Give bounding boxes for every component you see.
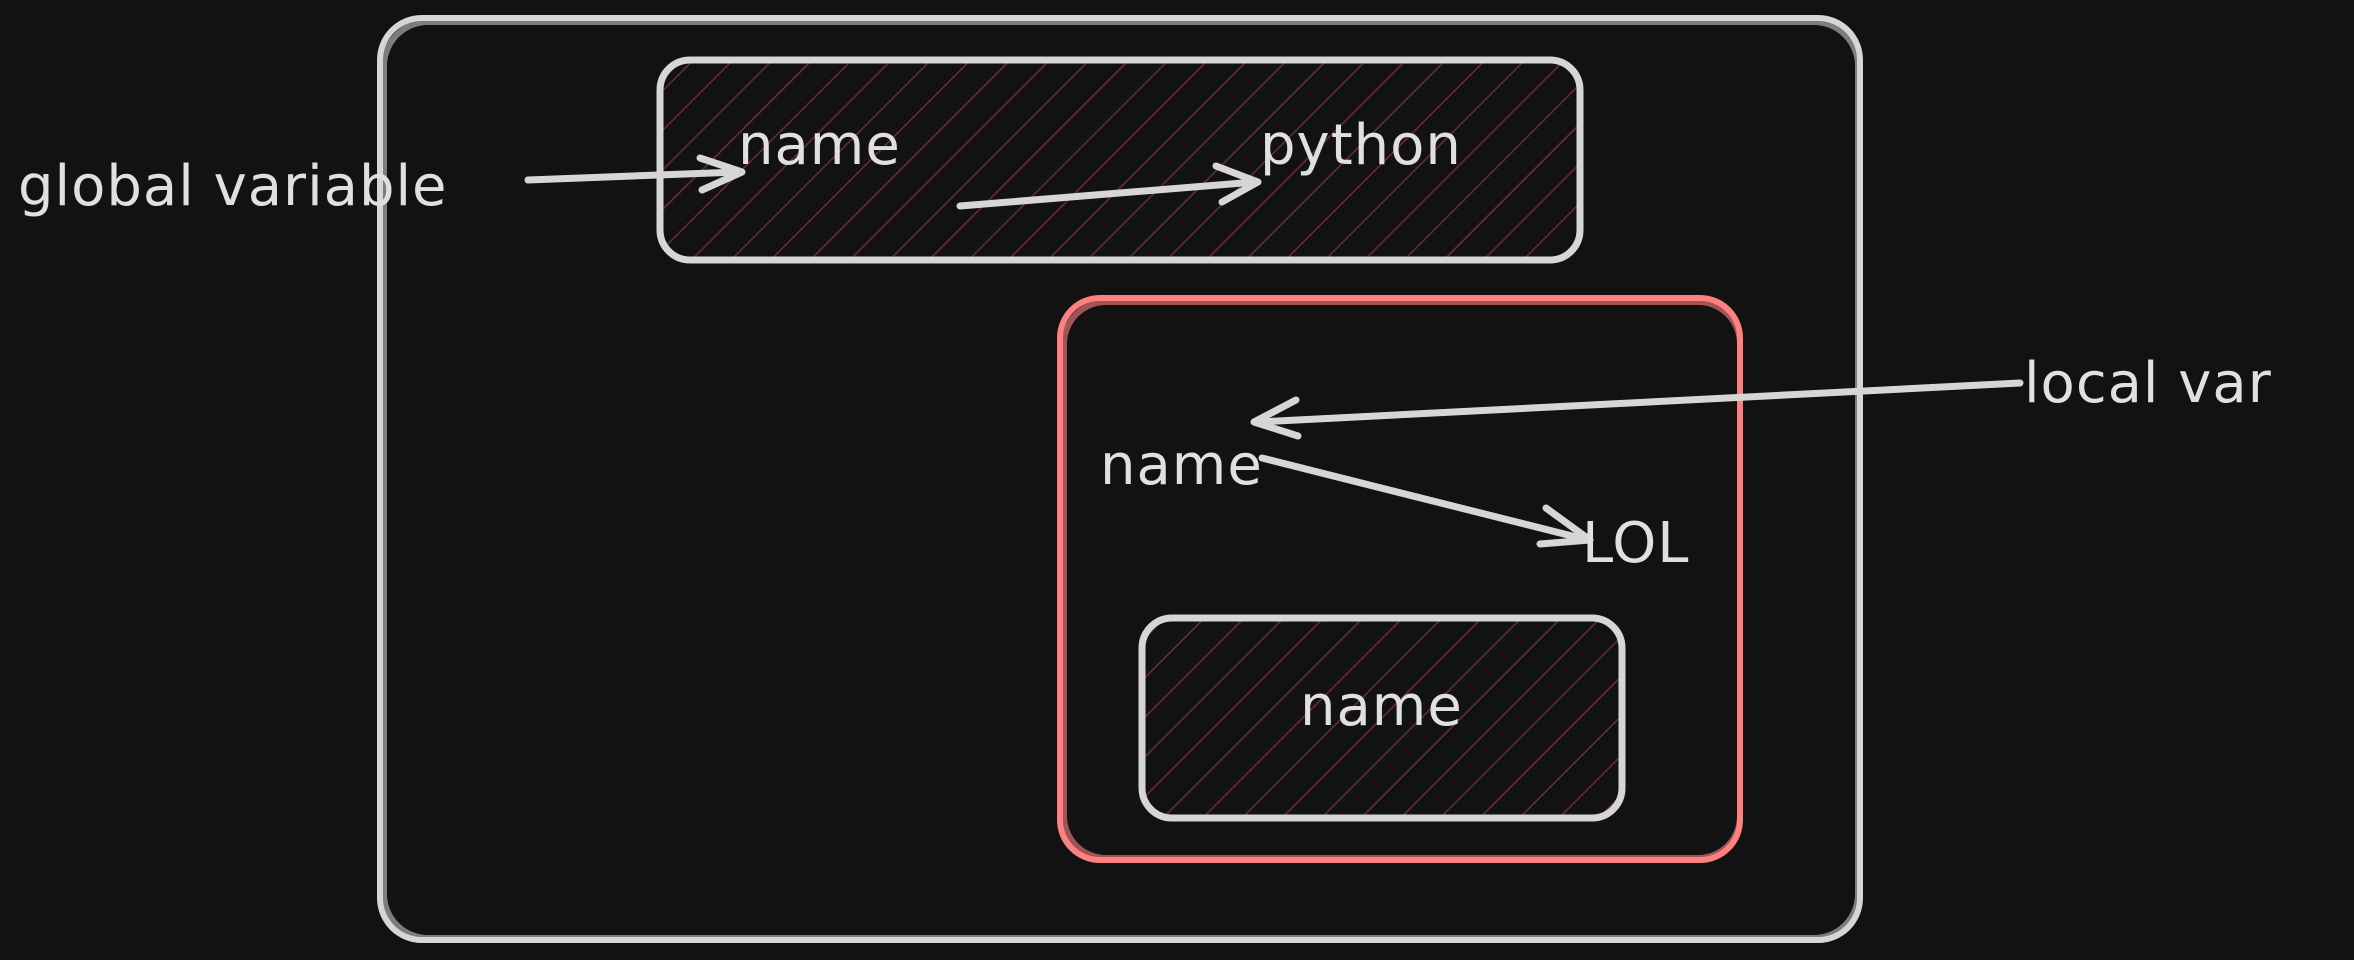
local-annotation-label: local var — [2024, 351, 2272, 416]
global-scope-box-stroke-2 — [381, 19, 1861, 941]
global-name-label: name — [738, 113, 901, 178]
local-assign-arrow — [1258, 454, 1594, 548]
global-annotation-label: global variable — [18, 154, 448, 219]
global-variable-box — [656, 56, 1584, 264]
local-name-label: name — [1100, 433, 1263, 498]
global-annotation-arrow — [524, 154, 746, 194]
local-scope-box-stroke-2 — [1061, 299, 1743, 861]
local-value-label: LOL — [1582, 511, 1689, 576]
global-assign-arrow — [956, 162, 1262, 210]
inner-name-label: name — [1300, 674, 1463, 739]
inner-scope-box — [1138, 614, 1626, 822]
local-annotation-arrow — [1250, 379, 2024, 440]
global-value-label: python — [1260, 113, 1462, 178]
